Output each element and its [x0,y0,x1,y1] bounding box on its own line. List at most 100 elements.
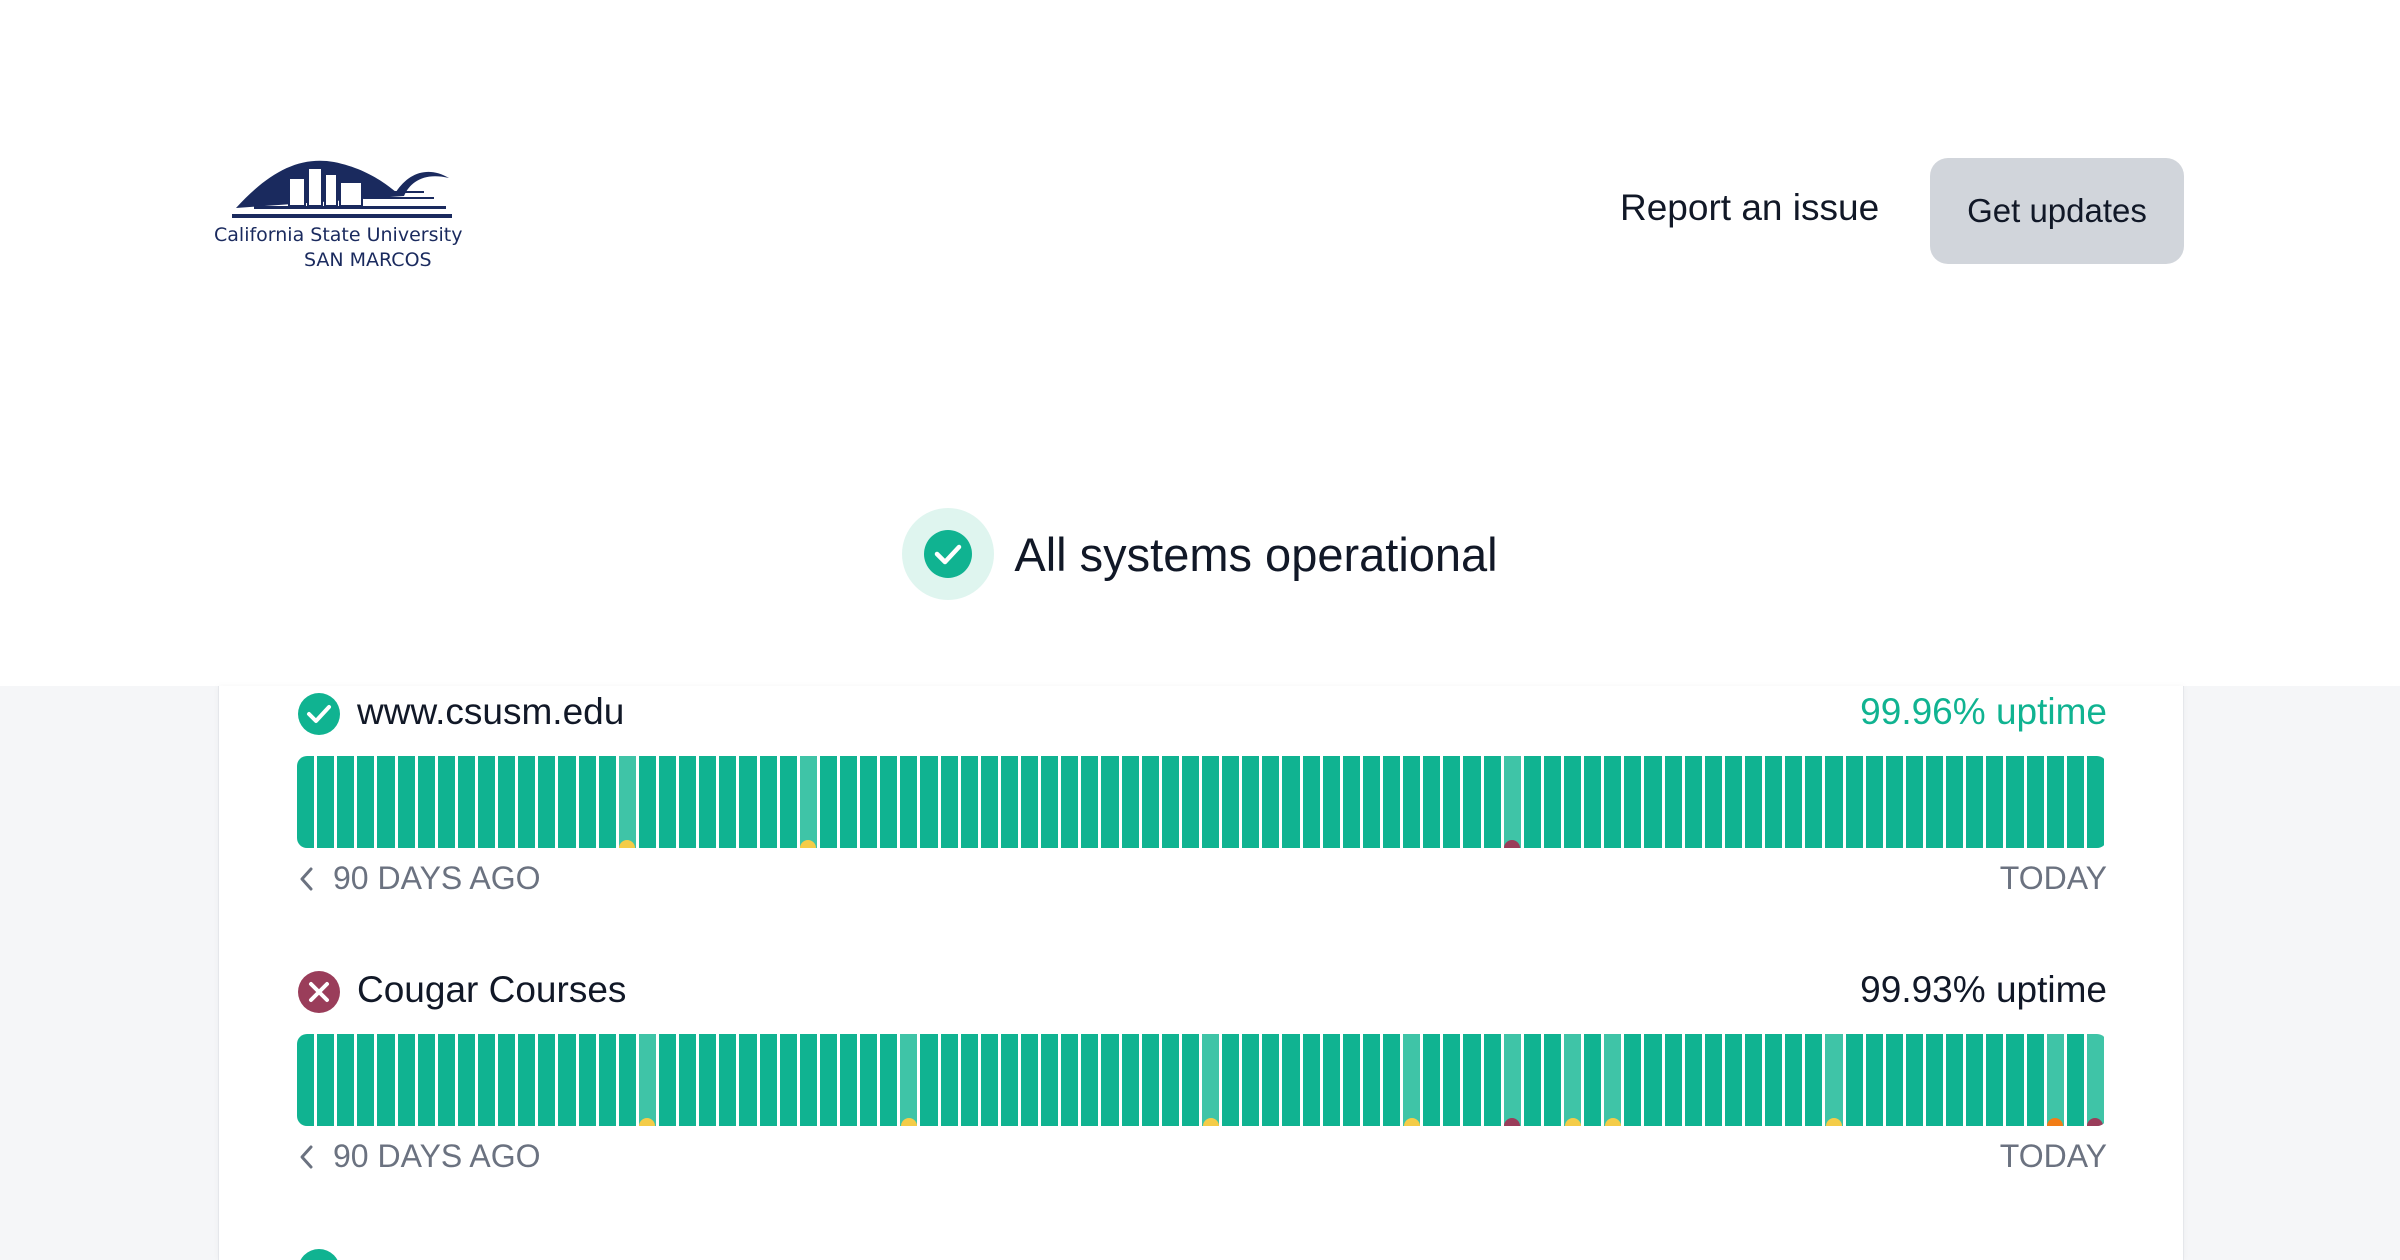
uptime-day-bar[interactable] [377,756,395,848]
uptime-day-bar[interactable] [2006,756,2024,848]
uptime-day-bar[interactable] [1222,756,1240,848]
uptime-day-bar[interactable] [1181,1034,1199,1126]
uptime-day-bar[interactable] [779,756,797,848]
uptime-day-bar[interactable] [1362,756,1380,848]
uptime-day-bar[interactable] [1061,756,1079,848]
uptime-day-bar[interactable] [1564,1034,1582,1126]
uptime-day-bar[interactable] [1664,1034,1682,1126]
uptime-day-bar[interactable] [1383,1034,1401,1126]
uptime-day-bar[interactable] [1403,1034,1421,1126]
uptime-day-bar[interactable] [1785,756,1803,848]
uptime-day-bar[interactable] [1362,1034,1380,1126]
uptime-day-bar[interactable] [1885,1034,1903,1126]
uptime-day-bar[interactable] [498,1034,516,1126]
uptime-day-bar[interactable] [1101,756,1119,848]
uptime-day-bar[interactable] [598,1034,616,1126]
uptime-day-bar[interactable] [1503,756,1521,848]
uptime-day-bar[interactable] [2066,756,2084,848]
uptime-day-bar[interactable] [1624,1034,1642,1126]
uptime-day-bar[interactable] [337,1034,355,1126]
uptime-day-bar[interactable] [457,756,475,848]
uptime-day-bar[interactable] [417,1034,435,1126]
uptime-day-bar[interactable] [618,1034,636,1126]
uptime-day-bar[interactable] [1081,1034,1099,1126]
uptime-day-bar[interactable] [1745,756,1763,848]
uptime-day-bar[interactable] [297,756,315,848]
uptime-day-bar[interactable] [598,756,616,848]
uptime-day-bar[interactable] [2046,756,2064,848]
uptime-day-bar[interactable] [659,756,677,848]
uptime-day-bar[interactable] [437,756,455,848]
uptime-day-bar[interactable] [1021,1034,1039,1126]
uptime-day-bar[interactable] [297,1034,315,1126]
uptime-day-bar[interactable] [1141,756,1159,848]
uptime-day-bar[interactable] [739,756,757,848]
uptime-day-bar[interactable] [2086,756,2104,848]
chevron-left-icon[interactable] [297,1143,317,1171]
uptime-day-bar[interactable] [437,1034,455,1126]
uptime-day-bar[interactable] [779,1034,797,1126]
uptime-day-bar[interactable] [1905,1034,1923,1126]
uptime-day-bar[interactable] [1000,1034,1018,1126]
uptime-day-bar[interactable] [1121,756,1139,848]
uptime-day-bar[interactable] [759,1034,777,1126]
uptime-day-bar[interactable] [1061,1034,1079,1126]
uptime-day-bar[interactable] [1584,1034,1602,1126]
uptime-day-bar[interactable] [960,756,978,848]
uptime-day-bar[interactable] [1302,756,1320,848]
uptime-day-bar[interactable] [1161,1034,1179,1126]
uptime-day-bar[interactable] [1785,1034,1803,1126]
uptime-day-bar[interactable] [1121,1034,1139,1126]
uptime-day-bar[interactable] [840,756,858,848]
uptime-day-bar[interactable] [1644,756,1662,848]
uptime-day-bar[interactable] [1342,756,1360,848]
uptime-day-bar[interactable] [940,1034,958,1126]
uptime-day-bar[interactable] [1986,1034,2004,1126]
uptime-day-bar[interactable] [759,756,777,848]
uptime-day-bar[interactable] [558,1034,576,1126]
uptime-day-bar[interactable] [337,756,355,848]
uptime-day-bar[interactable] [1905,756,1923,848]
uptime-day-bar[interactable] [719,756,737,848]
report-issue-link[interactable]: Report an issue [1620,187,1880,228]
uptime-day-bar[interactable] [1101,1034,1119,1126]
uptime-day-bar[interactable] [1845,756,1863,848]
uptime-day-bar[interactable] [1543,756,1561,848]
uptime-day-bar[interactable] [1543,1034,1561,1126]
uptime-day-bar[interactable] [1403,756,1421,848]
uptime-day-bar[interactable] [799,756,817,848]
uptime-day-bar[interactable] [2006,1034,2024,1126]
uptime-day-bar[interactable] [1684,1034,1702,1126]
uptime-day-bar[interactable] [1342,1034,1360,1126]
uptime-day-bar[interactable] [558,756,576,848]
uptime-day-bar[interactable] [498,756,516,848]
uptime-day-bar[interactable] [317,1034,335,1126]
uptime-day-bar[interactable] [1423,1034,1441,1126]
uptime-day-bar[interactable] [1926,756,1944,848]
uptime-day-bar[interactable] [1724,1034,1742,1126]
uptime-day-bar[interactable] [920,756,938,848]
uptime-day-bar[interactable] [1041,756,1059,848]
uptime-day-bar[interactable] [1463,1034,1481,1126]
uptime-day-bar[interactable] [1483,756,1501,848]
uptime-day-bar[interactable] [377,1034,395,1126]
csusm-logo[interactable]: California State University SAN MARCOS [214,148,464,272]
uptime-day-bar[interactable] [1604,756,1622,848]
uptime-day-bar[interactable] [1181,756,1199,848]
uptime-day-bar[interactable] [417,756,435,848]
uptime-day-bar[interactable] [1242,756,1260,848]
uptime-day-bar[interactable] [1724,756,1742,848]
uptime-day-bar[interactable] [980,756,998,848]
uptime-day-bar[interactable] [1383,756,1401,848]
uptime-day-bar[interactable] [880,1034,898,1126]
uptime-day-bar[interactable] [1986,756,2004,848]
uptime-day-bar[interactable] [1765,1034,1783,1126]
uptime-day-bar[interactable] [840,1034,858,1126]
uptime-day-bar[interactable] [960,1034,978,1126]
uptime-day-bar[interactable] [1262,756,1280,848]
service-name[interactable]: Cougar Courses [357,969,627,1010]
uptime-day-bar[interactable] [478,756,496,848]
uptime-day-bar[interactable] [1000,756,1018,848]
uptime-day-bar[interactable] [900,1034,918,1126]
uptime-day-bar[interactable] [1584,756,1602,848]
